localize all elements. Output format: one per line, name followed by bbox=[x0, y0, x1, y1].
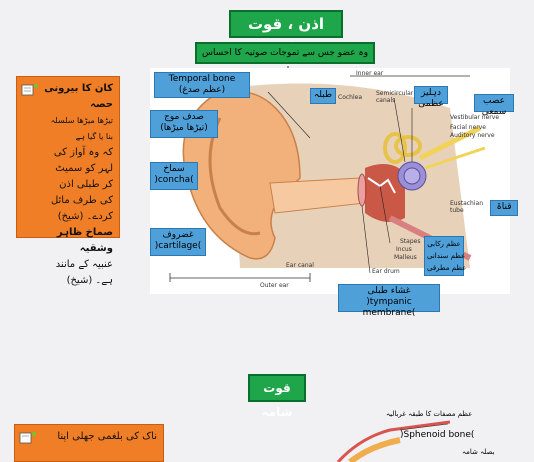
note-line: کہ وہ آواز کی لہر کو سمیٹ bbox=[53, 147, 113, 174]
cochlea-label: Cochlea bbox=[338, 94, 362, 101]
sadaf-mooj-callout: صدف موج (تیڑھا میڑھا) bbox=[150, 110, 218, 138]
sphenoid-label: )Sphenoid bone( bbox=[400, 430, 475, 440]
ear-diagram: Inner ear Cochlea Semicircular canals Ve… bbox=[150, 68, 510, 294]
sadaf-mooj-sub: (تیڑھا میڑھا) bbox=[160, 123, 208, 133]
note-line: صماخ ظاہر وشقیہ bbox=[56, 227, 113, 254]
samakh-label: سماخ bbox=[163, 164, 185, 174]
incus-label: Incus bbox=[396, 246, 412, 253]
facial-label: Facial nerve bbox=[450, 124, 486, 131]
cartilage-callout: غضروف )cartilage( bbox=[150, 228, 206, 256]
eustachian-label: Eustachian tube bbox=[450, 200, 483, 214]
note-line: عنبیہ کے مانند ہے۔ (شیخ) bbox=[55, 259, 113, 286]
asab-sami-label: عصب سمعی bbox=[481, 96, 507, 117]
note-line: کردے۔ (شیخ) bbox=[57, 211, 113, 222]
tympanic-label: )tympanic membrane( bbox=[362, 297, 416, 318]
stapes-label: Stapes bbox=[400, 238, 421, 245]
page-subtitle: وہ عضو جس سے تموجات صوتیہ کا احساس ہوتا … bbox=[195, 42, 375, 76]
ear-canal-label: Ear canal bbox=[286, 262, 314, 269]
dehleez-callout: دہلیز عظمی bbox=[414, 86, 448, 109]
concha-callout: سماخ )concha( bbox=[150, 162, 198, 190]
outer-ear-note: کان کا بیرونی حصہ تیڑھا میڑھا سلسلہ بنا … bbox=[16, 76, 120, 286]
ghazroof-label: غضروف bbox=[162, 230, 194, 240]
dehleez-label: دہلیز عظمی bbox=[418, 88, 444, 109]
nasal-illustration bbox=[336, 420, 450, 462]
qanat-callout: قناۃ bbox=[490, 200, 518, 216]
smell-note: ناک کی بلغمی جھلی اپنا bbox=[14, 424, 164, 462]
semicircular-label: Semicircular canals bbox=[376, 90, 414, 104]
section-title-smell: قوت شامہ bbox=[248, 374, 306, 419]
notepad-icon bbox=[21, 84, 38, 96]
malleus-label: Malleus bbox=[394, 254, 417, 261]
notepad-icon bbox=[19, 432, 36, 444]
auditory-label: Auditory nerve bbox=[450, 132, 495, 139]
page-title: اذن ، قوت سامعہ bbox=[229, 10, 343, 57]
temporal-bone-callout: Temporal bone (عظم صدغ) bbox=[154, 72, 250, 98]
tympanic-callout: غشاء طبلی )tympanic membrane( bbox=[338, 284, 440, 318]
baslah-label: بصلہ شامہ bbox=[462, 448, 495, 456]
sphenoid-urdu: عظم مصفات کا طبقہ غربالیہ bbox=[386, 410, 473, 418]
asab-sami-callout: عصب سمعی bbox=[474, 94, 514, 117]
ear-illustration bbox=[169, 75, 486, 282]
smell-note-text: ناک کی بلغمی جھلی اپنا bbox=[57, 431, 157, 442]
inner-ear-label: Inner ear bbox=[356, 70, 384, 77]
note-line: کر طبلی اذن کی طرف مائل bbox=[50, 179, 113, 206]
cartilage-label: )cartilage( bbox=[154, 241, 202, 251]
sadaf-mooj-label: صدف موج bbox=[164, 112, 204, 122]
note-line: تیڑھا میڑھا سلسلہ بنا یا گیا ہے bbox=[50, 116, 113, 141]
qanat-label: قناۃ bbox=[496, 202, 512, 212]
note-line: کان کا بیرونی حصہ bbox=[44, 83, 113, 110]
tablah-label: طبلہ bbox=[313, 90, 333, 100]
outer-ear-label: Outer ear bbox=[260, 282, 289, 289]
tympanic-urdu: غشاء طبلی bbox=[367, 286, 411, 296]
temporal-bone-label: Temporal bone bbox=[168, 74, 236, 84]
ossicles-callout: عظم رکابی عظم سندانی عظم مطرقی bbox=[424, 236, 467, 276]
ossicles-label: عظم رکابی عظم سندانی عظم مطرقی bbox=[427, 240, 467, 272]
ear-drum-label: Ear drum bbox=[372, 268, 400, 275]
vestibular-label: Vestibular nerve bbox=[450, 114, 500, 121]
tablah-callout: طبلہ bbox=[310, 88, 336, 104]
temporal-bone-urdu: (عظم صدغ) bbox=[178, 85, 226, 95]
concha-label: )concha( bbox=[154, 175, 194, 185]
